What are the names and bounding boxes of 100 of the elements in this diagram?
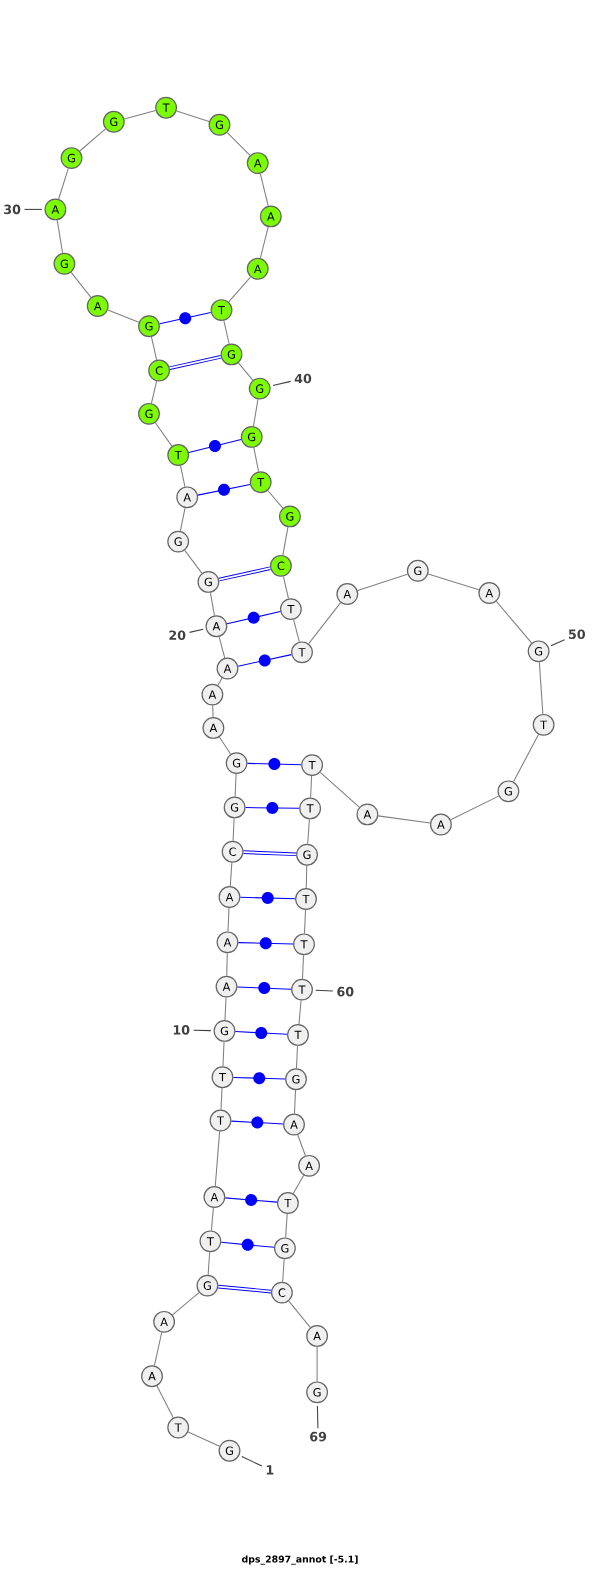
backbone-line xyxy=(210,1207,214,1231)
backbone-line xyxy=(297,1134,306,1157)
caption: dps_2897_annot [-5.1] xyxy=(242,1555,358,1565)
backbone-line xyxy=(288,1300,311,1328)
backbone-line xyxy=(228,276,252,303)
backbone-line xyxy=(218,736,232,755)
base-pair-line xyxy=(220,1238,275,1251)
backbone-line xyxy=(292,1174,305,1195)
base-pair-line xyxy=(239,892,296,904)
backbone-line xyxy=(310,775,313,799)
base-pair-line xyxy=(218,566,272,582)
backbone-line xyxy=(218,636,226,659)
base-pair-line xyxy=(242,850,297,857)
backbone-line xyxy=(70,271,92,298)
leader-line xyxy=(315,989,334,992)
backbone-line xyxy=(282,575,289,599)
backbone-line xyxy=(282,526,289,556)
backbone-line xyxy=(495,600,533,644)
backbone-line xyxy=(308,602,342,645)
position-number: 20 xyxy=(169,630,186,640)
position-number: 69 xyxy=(310,1431,327,1442)
base-pair-line xyxy=(197,483,251,496)
backbone-line xyxy=(293,619,300,643)
backbone-line xyxy=(184,549,203,574)
backbone-line xyxy=(226,132,251,156)
backbone-line xyxy=(226,952,228,977)
backbone-line xyxy=(319,771,360,808)
leader-line xyxy=(272,380,292,387)
leader-line xyxy=(193,1029,212,1032)
backbone-line xyxy=(303,909,307,934)
position-number: 40 xyxy=(294,373,312,384)
backbone-line xyxy=(214,1130,221,1187)
backbone-line xyxy=(513,733,540,783)
backbone-line xyxy=(259,226,269,259)
leader-line xyxy=(316,1405,319,1429)
position-number: 60 xyxy=(337,986,354,997)
position-number: 30 xyxy=(4,204,21,215)
leader-line xyxy=(23,208,43,210)
backbone-line xyxy=(224,997,227,1021)
base-pair-line xyxy=(245,801,300,814)
backbone-line xyxy=(316,1346,318,1382)
position-number: 1 xyxy=(266,1465,274,1475)
backbone-line xyxy=(175,110,210,122)
backbone-line xyxy=(156,1385,174,1419)
base-pair-line xyxy=(237,654,292,667)
backbone-line xyxy=(282,1258,285,1283)
backbone-line xyxy=(150,380,158,404)
backbone-line xyxy=(207,1251,211,1276)
backbone-line xyxy=(209,592,215,616)
backbone-line xyxy=(427,573,480,591)
backbone-line xyxy=(187,1431,221,1447)
leader-line xyxy=(550,639,566,647)
backbone-line xyxy=(179,507,186,532)
backbone-line xyxy=(212,705,214,718)
base-pair-line xyxy=(247,758,302,771)
base-pair-line xyxy=(226,611,281,625)
base-pair-line xyxy=(168,355,222,370)
backbone-line xyxy=(538,661,544,715)
base-pair-line xyxy=(188,439,242,453)
backbone-line xyxy=(298,999,302,1025)
position-number: 50 xyxy=(569,629,586,639)
backbone-line xyxy=(222,1041,225,1067)
base-pair-line xyxy=(217,1284,272,1294)
backbone-line xyxy=(220,1087,223,1111)
backbone-line xyxy=(79,128,107,152)
backbone-line xyxy=(252,398,259,427)
backbone-line xyxy=(259,173,269,207)
backbone-line xyxy=(58,168,69,200)
backbone-line xyxy=(285,1213,288,1238)
base-pair-line xyxy=(234,1026,288,1039)
leader-line xyxy=(241,1456,263,1467)
backbone-line xyxy=(217,677,223,686)
backbone-line xyxy=(107,309,140,323)
backbone-line xyxy=(123,110,157,120)
base-pair-line xyxy=(230,1116,284,1129)
backbone-line xyxy=(171,1292,200,1316)
backbone-line xyxy=(237,362,254,381)
backbone-line xyxy=(179,465,186,488)
backbone-line xyxy=(253,447,260,473)
base-pair-line xyxy=(224,1194,278,1206)
backbone-line xyxy=(305,865,308,889)
base-pair-line xyxy=(232,1072,286,1085)
backbone-line xyxy=(357,573,408,592)
backbone-line xyxy=(150,336,158,361)
backbone-line xyxy=(301,954,305,980)
backbone-line xyxy=(293,1089,297,1115)
backbone-line xyxy=(232,817,235,842)
base-pair-line xyxy=(159,311,212,325)
backbone-line xyxy=(227,907,230,932)
backbone-line xyxy=(234,773,237,798)
backbone-line xyxy=(229,862,233,887)
backbone-line xyxy=(307,818,310,845)
base-pair-line xyxy=(236,982,292,995)
backbone-line xyxy=(450,795,500,821)
backbone-line xyxy=(56,219,64,254)
leader-line xyxy=(189,628,204,633)
backbone-line xyxy=(377,815,431,824)
backbone-line xyxy=(267,490,284,509)
base-pair-line xyxy=(237,937,294,950)
backbone-line xyxy=(153,1331,163,1367)
